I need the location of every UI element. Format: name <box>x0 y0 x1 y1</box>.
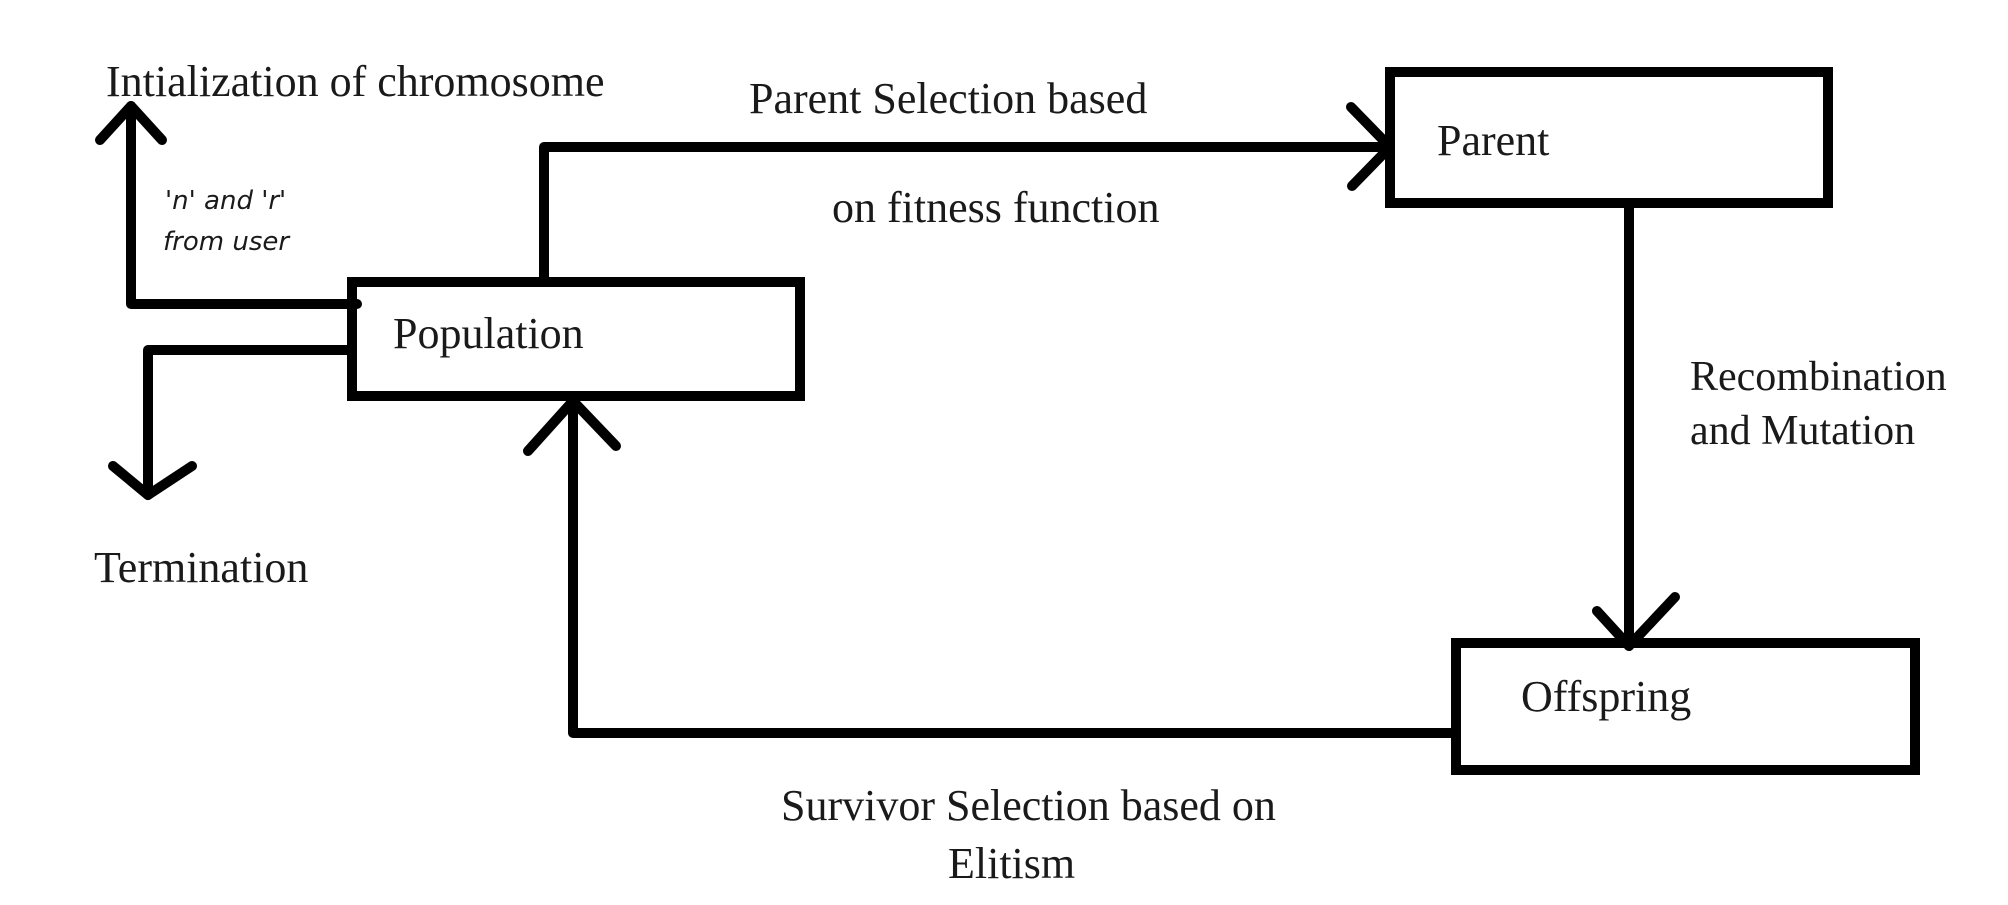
survivor-selection-label-line1: Survivor Selection based on <box>781 781 1276 830</box>
parent-box: Parent <box>1385 67 1833 208</box>
population-box: Population <box>347 277 805 401</box>
parent-selection-label-line2: on fitness function <box>832 183 1160 232</box>
termination-connector <box>108 345 355 500</box>
recombination-arrowhead <box>1592 592 1680 651</box>
user-input-label-line2: from user <box>163 227 291 257</box>
survivor-selection-connector <box>523 396 1458 738</box>
survivor-selection-arrowhead <box>523 396 621 456</box>
recombination-connector <box>1592 203 1680 651</box>
parent-selection-arrowhead <box>1346 102 1395 191</box>
user-input-label-line1: 'n' and 'r' <box>165 186 286 216</box>
initialization-label: Intialization of chromosome <box>106 57 605 106</box>
recombination-label-line2: and Mutation <box>1690 408 1915 454</box>
parent-selection-connector <box>539 102 1395 285</box>
parent-label: Parent <box>1437 116 1549 165</box>
parent-selection-label-line1: Parent Selection based <box>749 74 1147 123</box>
termination-label: Termination <box>94 543 308 592</box>
termination-arrowhead <box>108 461 197 500</box>
initialization-connector <box>95 101 362 309</box>
population-label: Population <box>393 309 584 358</box>
recombination-label-line1: Recombination <box>1690 354 1947 400</box>
initialization-arrowhead <box>95 101 167 145</box>
offspring-label: Offspring <box>1521 672 1691 721</box>
survivor-selection-label-line2: Elitism <box>948 839 1075 888</box>
offspring-box: Offspring <box>1451 638 1920 775</box>
